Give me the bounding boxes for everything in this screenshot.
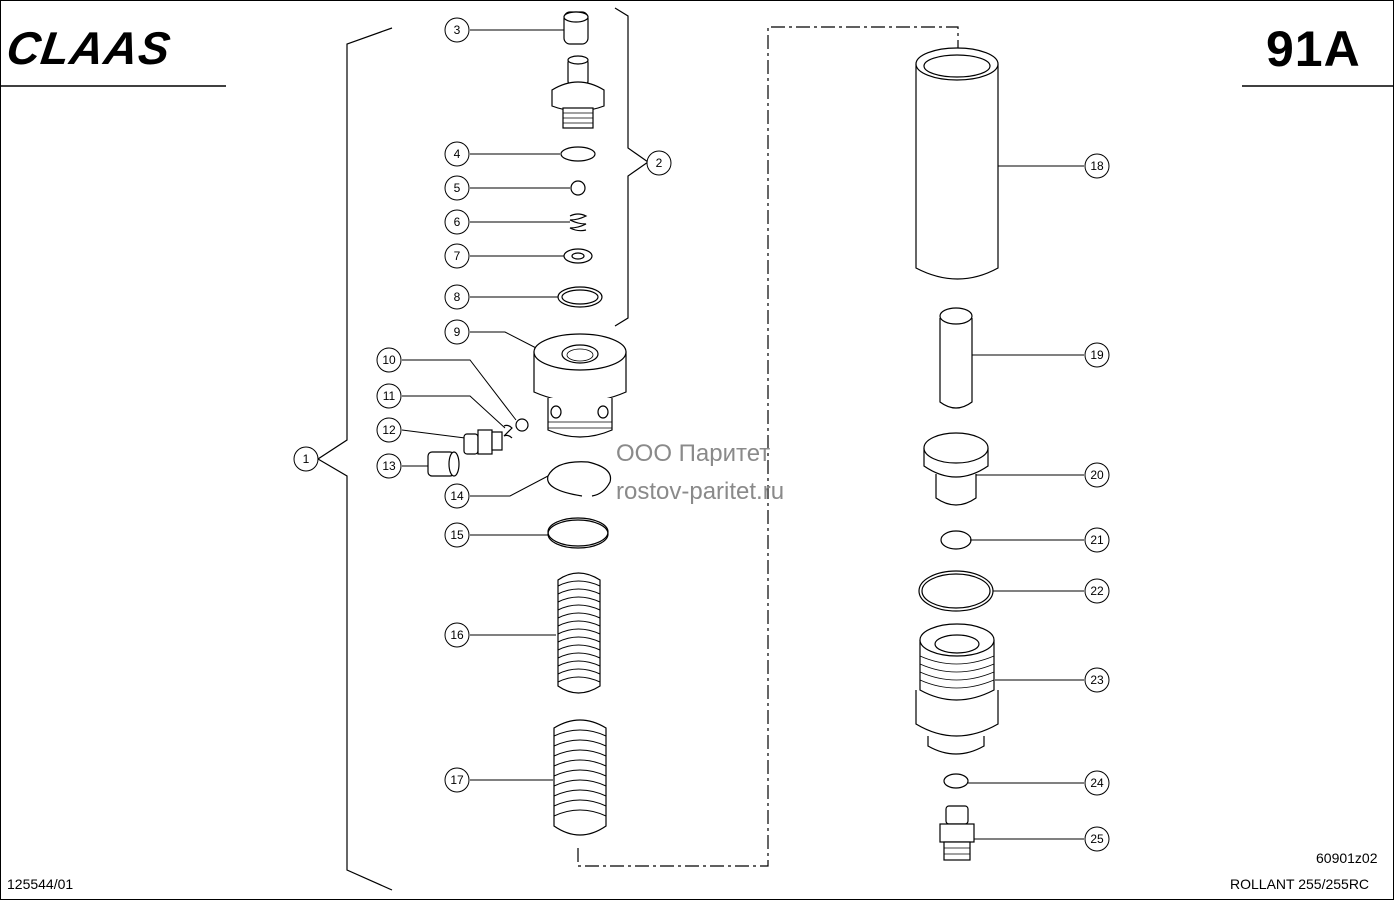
drawing-code: 60901z02 bbox=[1316, 850, 1378, 866]
callout-16[interactable]: 16 bbox=[444, 622, 470, 648]
part-2-valve-body bbox=[551, 55, 605, 129]
svg-text:8: 8 bbox=[454, 290, 461, 304]
parts-left bbox=[427, 11, 627, 836]
callout-6[interactable]: 6 bbox=[444, 209, 470, 235]
svg-text:4: 4 bbox=[454, 147, 461, 161]
callout-15[interactable]: 15 bbox=[444, 522, 470, 548]
svg-text:21: 21 bbox=[1090, 533, 1104, 547]
svg-text:3: 3 bbox=[454, 23, 461, 37]
part-16-spring bbox=[557, 572, 601, 694]
part-13-cap bbox=[427, 451, 460, 477]
svg-text:15: 15 bbox=[450, 528, 464, 542]
part-12-nipple bbox=[463, 429, 503, 455]
watermark-company: ООО Паритет bbox=[616, 440, 771, 467]
svg-text:10: 10 bbox=[382, 353, 396, 367]
svg-text:CLAAS: CLAAS bbox=[4, 22, 175, 74]
callout-18[interactable]: 18 bbox=[1084, 153, 1110, 179]
svg-text:18: 18 bbox=[1090, 159, 1104, 173]
callout-2[interactable]: 2 bbox=[646, 150, 672, 176]
page-number: 91A bbox=[1266, 21, 1361, 77]
model-name: ROLLANT 255/255RC bbox=[1230, 876, 1370, 892]
callout-20[interactable]: 20 bbox=[1084, 462, 1110, 488]
svg-text:14: 14 bbox=[450, 489, 464, 503]
svg-text:1: 1 bbox=[303, 452, 310, 466]
part-15-ring bbox=[547, 517, 609, 549]
part-8-ring bbox=[557, 286, 603, 308]
svg-text:7: 7 bbox=[454, 249, 461, 263]
part-20-piston bbox=[923, 432, 989, 506]
part-19-pin bbox=[939, 307, 973, 409]
svg-text:19: 19 bbox=[1090, 348, 1104, 362]
callout-9[interactable]: 9 bbox=[444, 319, 470, 345]
svg-text:24: 24 bbox=[1090, 776, 1104, 790]
callout-22[interactable]: 22 bbox=[1084, 578, 1110, 604]
part-23-housing bbox=[915, 623, 999, 755]
callout-12[interactable]: 12 bbox=[376, 417, 402, 443]
leader-lines bbox=[401, 29, 1084, 840]
part-25-plug bbox=[939, 805, 975, 861]
callout-1[interactable]: 1 bbox=[293, 446, 319, 472]
part-22-o-ring bbox=[918, 570, 994, 612]
svg-text:23: 23 bbox=[1090, 673, 1104, 687]
claas-logo: CLAAS bbox=[4, 22, 175, 74]
callout-3[interactable]: 3 bbox=[444, 17, 470, 43]
part-6-spring bbox=[569, 213, 588, 232]
callout-14[interactable]: 14 bbox=[444, 483, 470, 509]
part-14-snap-ring bbox=[547, 461, 612, 497]
svg-text:6: 6 bbox=[454, 215, 461, 229]
svg-text:12: 12 bbox=[382, 423, 396, 437]
doc-number: 125544/01 bbox=[7, 876, 74, 892]
part-4-o-ring bbox=[560, 146, 596, 162]
part-24-o-ring bbox=[943, 773, 969, 789]
part-7-washer bbox=[563, 248, 593, 264]
callout-19[interactable]: 19 bbox=[1084, 342, 1110, 368]
part-5-ball bbox=[570, 180, 586, 196]
svg-text:2: 2 bbox=[656, 156, 663, 170]
svg-text:16: 16 bbox=[450, 628, 464, 642]
callout-7[interactable]: 7 bbox=[444, 243, 470, 269]
callout-13[interactable]: 13 bbox=[376, 453, 402, 479]
callout-11[interactable]: 11 bbox=[376, 383, 402, 409]
svg-text:22: 22 bbox=[1090, 584, 1104, 598]
callout-5[interactable]: 5 bbox=[444, 175, 470, 201]
svg-text:17: 17 bbox=[450, 773, 464, 787]
svg-text:11: 11 bbox=[383, 389, 396, 403]
svg-text:25: 25 bbox=[1090, 832, 1104, 846]
callout-24[interactable]: 24 bbox=[1084, 770, 1110, 796]
part-10-ball bbox=[515, 418, 529, 432]
callout-21[interactable]: 21 bbox=[1084, 527, 1110, 553]
bracket-assembly-2 bbox=[614, 7, 650, 327]
callouts: 1 2 3 4 5 6 7 8 9 10 11 12 13 14 15 16 1… bbox=[293, 17, 1110, 852]
svg-text:20: 20 bbox=[1090, 468, 1104, 482]
parts-right bbox=[915, 47, 999, 861]
callout-10[interactable]: 10 bbox=[376, 347, 402, 373]
callout-8[interactable]: 8 bbox=[444, 284, 470, 310]
part-11-spring bbox=[503, 424, 513, 439]
callout-4[interactable]: 4 bbox=[444, 141, 470, 167]
svg-text:9: 9 bbox=[454, 325, 461, 339]
part-17-spring bbox=[553, 719, 607, 836]
callout-23[interactable]: 23 bbox=[1084, 667, 1110, 693]
part-3-cap bbox=[563, 11, 589, 45]
svg-text:5: 5 bbox=[454, 181, 461, 195]
part-21-o-ring bbox=[940, 530, 972, 550]
svg-text:13: 13 bbox=[382, 459, 396, 473]
part-18-sleeve bbox=[915, 47, 999, 280]
connection-line bbox=[577, 26, 959, 867]
watermark-site: rostov-paritet.ru bbox=[616, 478, 785, 505]
part-9-housing bbox=[533, 333, 627, 438]
callout-25[interactable]: 25 bbox=[1084, 826, 1110, 852]
callout-17[interactable]: 17 bbox=[444, 767, 470, 793]
